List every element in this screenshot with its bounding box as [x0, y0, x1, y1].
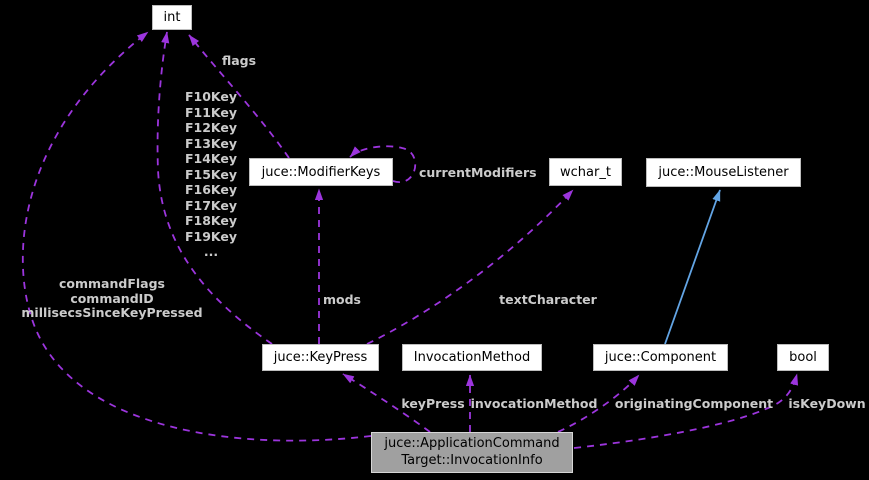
edge-component-inherits-mouselistener	[664, 189, 721, 345]
edge-label-keypress: keyPress	[401, 396, 465, 411]
node-juce-component[interactable]: juce::Component	[593, 344, 728, 371]
edge-label-textcharacter: textCharacter	[499, 292, 597, 307]
node-wchar-t-label: wchar_t	[560, 164, 611, 180]
node-juce-keypress-label: juce::KeyPress	[273, 350, 368, 365]
edge-modifierkeys-self-loop	[349, 145, 417, 184]
edge-label-commandflags-group: commandFlags commandID millisecsSinceKey…	[21, 276, 203, 320]
edge-modifierkeys-to-int-flags	[188, 34, 290, 159]
edge-label-iskeydown: isKeyDown	[788, 396, 866, 411]
edge-label-flags: flags	[221, 53, 257, 68]
node-juce-mouselistener[interactable]: juce::MouseListener	[646, 158, 801, 187]
node-juce-modifierkeys[interactable]: juce::ModifierKeys	[249, 158, 393, 186]
node-bool-label: bool	[789, 350, 817, 365]
node-int: int	[152, 5, 192, 30]
edge-label-fkeys: F10Key F11Key F12Key F13Key F14Key F15Ke…	[184, 89, 238, 259]
node-invocationinfo-label: juce::ApplicationCommand Target::Invocat…	[384, 436, 560, 468]
node-bool: bool	[777, 344, 829, 371]
node-invocationmethod: InvocationMethod	[402, 344, 542, 371]
node-wchar-t: wchar_t	[549, 158, 622, 186]
edge-invocationinfo-to-keypress	[342, 373, 431, 433]
node-juce-modifierkeys-label: juce::ModifierKeys	[261, 164, 381, 180]
node-juce-mouselistener-label: juce::MouseListener	[658, 165, 789, 180]
edge-keypress-to-int	[156, 31, 273, 345]
edge-invocationinfo-to-bool	[573, 373, 799, 449]
edge-label-mods: mods	[322, 292, 362, 307]
edge-keypress-to-wchart-textcharacter	[366, 189, 574, 345]
node-invocationinfo-current: juce::ApplicationCommand Target::Invocat…	[371, 432, 573, 473]
edge-label-originatingcomponent: originatingComponent	[614, 396, 774, 411]
edge-label-invocationmethod: invocationMethod	[470, 396, 598, 411]
node-juce-keypress[interactable]: juce::KeyPress	[262, 344, 379, 371]
node-int-label: int	[163, 10, 181, 25]
edge-label-currentmodifiers: currentModifiers	[419, 165, 537, 180]
node-juce-component-label: juce::Component	[604, 350, 717, 365]
node-invocationmethod-label: InvocationMethod	[413, 350, 531, 365]
